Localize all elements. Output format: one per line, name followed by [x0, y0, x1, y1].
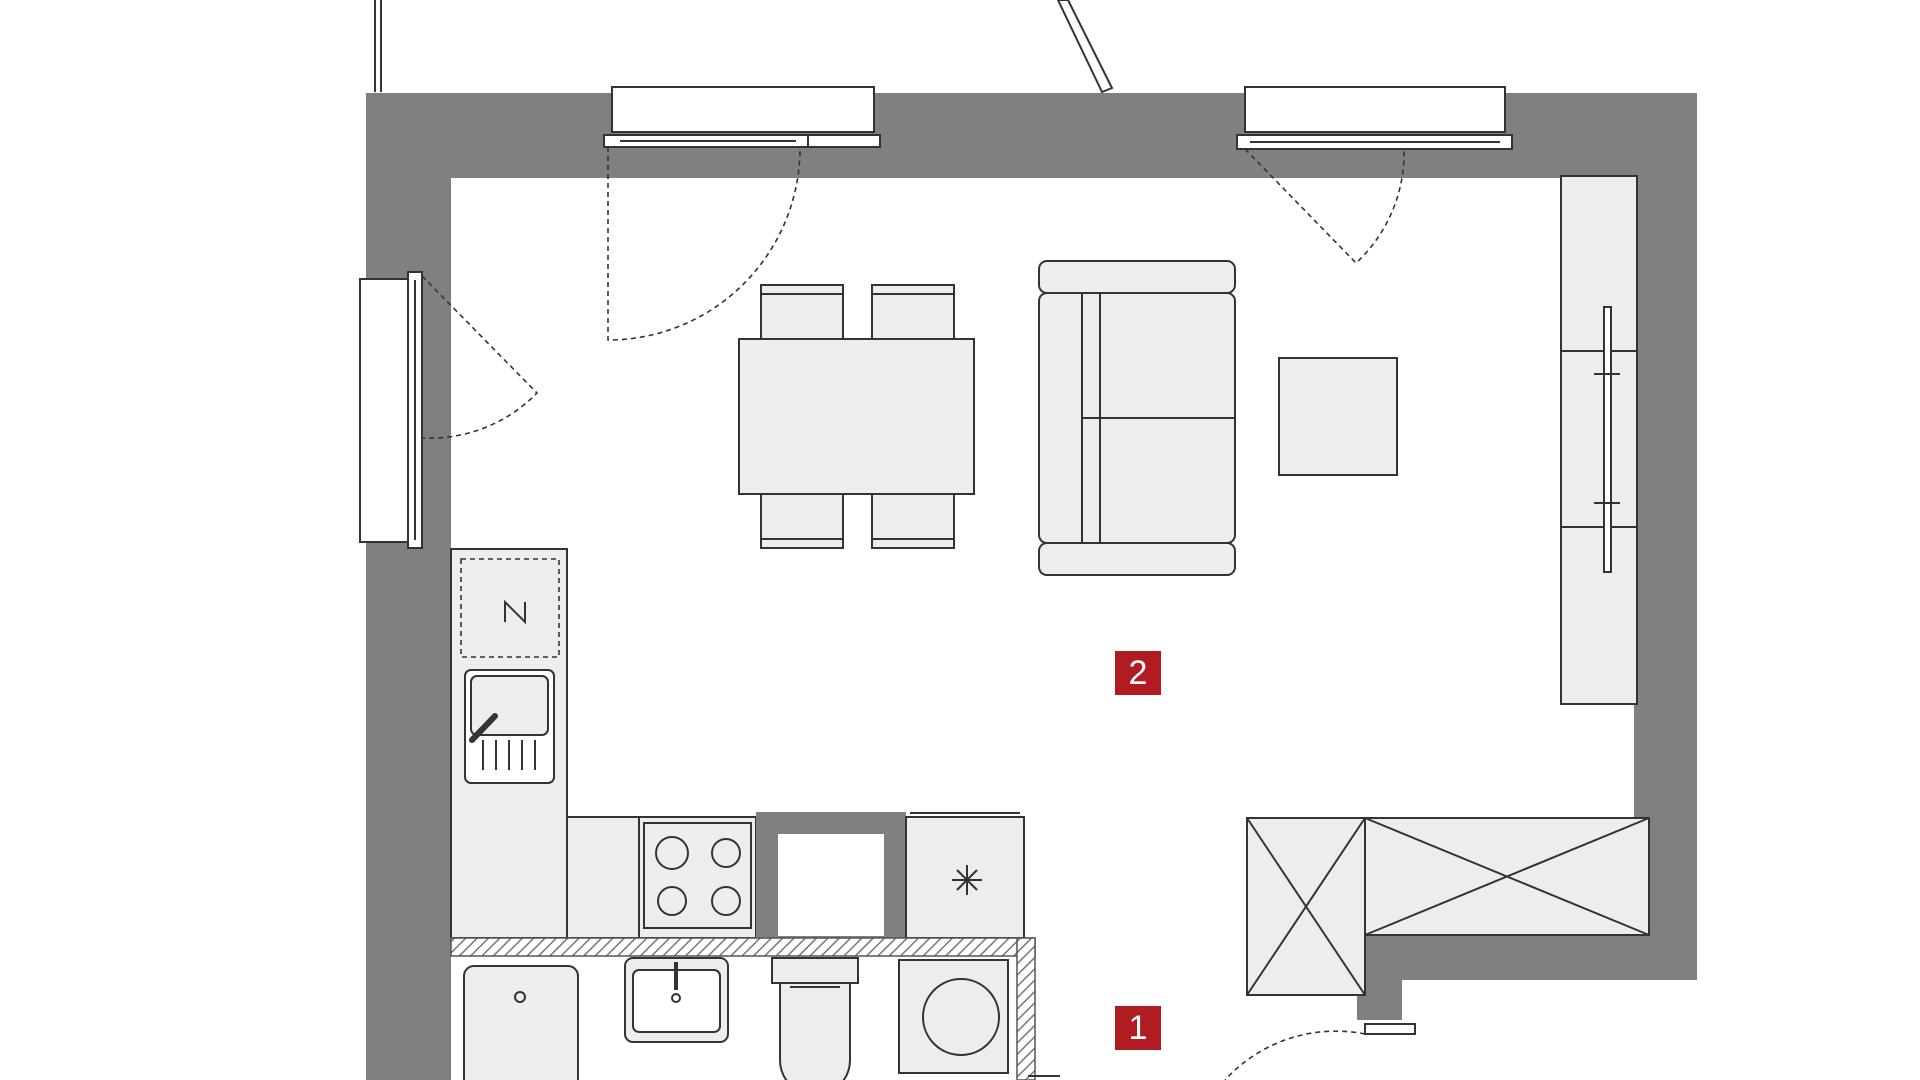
- window-swing-left: [421, 275, 539, 439]
- storage-cross: [1364, 817, 1650, 936]
- room-number-2: 2: [1115, 651, 1161, 695]
- door-swing-top-left: [607, 146, 801, 341]
- sofa: [1038, 260, 1236, 576]
- hob-burner: [711, 838, 741, 868]
- dining-table: [738, 338, 975, 495]
- window-left: [359, 271, 539, 549]
- bathtub: [463, 965, 579, 1080]
- window-top-left: [603, 86, 881, 341]
- sofa-top-arm: [1038, 260, 1236, 294]
- toilet-bowl: [779, 982, 851, 1080]
- wardrobe-right: [1560, 175, 1638, 705]
- room-number-1: 1: [1115, 1006, 1161, 1050]
- fridge-symbol-icon: [952, 865, 982, 895]
- wall-left: [366, 93, 451, 1080]
- washbasin-drain: [671, 993, 681, 1003]
- toilet-cistern: [771, 957, 859, 984]
- entrance-door: [1028, 1023, 1416, 1080]
- bathroom-wall-right: [1016, 937, 1036, 1080]
- window-top-right: [1236, 86, 1513, 265]
- storage-units: [1246, 817, 1650, 996]
- bathroom-fixtures: [463, 957, 1009, 1080]
- window-swing-top-right: [1244, 148, 1405, 265]
- hob-burner: [711, 886, 741, 916]
- hob-burner: [655, 836, 689, 870]
- window-sill: [1244, 86, 1506, 133]
- wardrobe-rod: [1603, 306, 1612, 573]
- kitchen-counter-bottom: [566, 812, 1025, 939]
- washing-machine-drum: [922, 978, 1000, 1056]
- washing-machine: [898, 959, 1009, 1074]
- hob-burner: [657, 886, 687, 916]
- door-swing-entrance: [1224, 1030, 1366, 1080]
- balcony-door-leaf: [1056, 0, 1114, 94]
- door-frame: [1364, 1023, 1416, 1035]
- bathtub-drain: [514, 991, 526, 1003]
- bathroom-wall-top: [450, 937, 1036, 957]
- dishwasher-outline: [460, 558, 560, 658]
- window-sill: [611, 86, 875, 133]
- storage-cross: [1246, 817, 1366, 996]
- dining-set: [738, 284, 975, 549]
- wardrobe-body: [1560, 175, 1638, 705]
- kitchen-counter-left: [450, 548, 568, 939]
- sink-tap: [469, 713, 498, 743]
- coffee-table: [1278, 357, 1398, 476]
- sink-drainer: [482, 740, 536, 770]
- counter-segment: [566, 816, 640, 939]
- window-sill: [359, 278, 411, 543]
- dishwasher-symbol: [504, 599, 526, 625]
- sofa-bottom-arm: [1038, 542, 1236, 576]
- ventilation-shaft-inner: [778, 834, 884, 936]
